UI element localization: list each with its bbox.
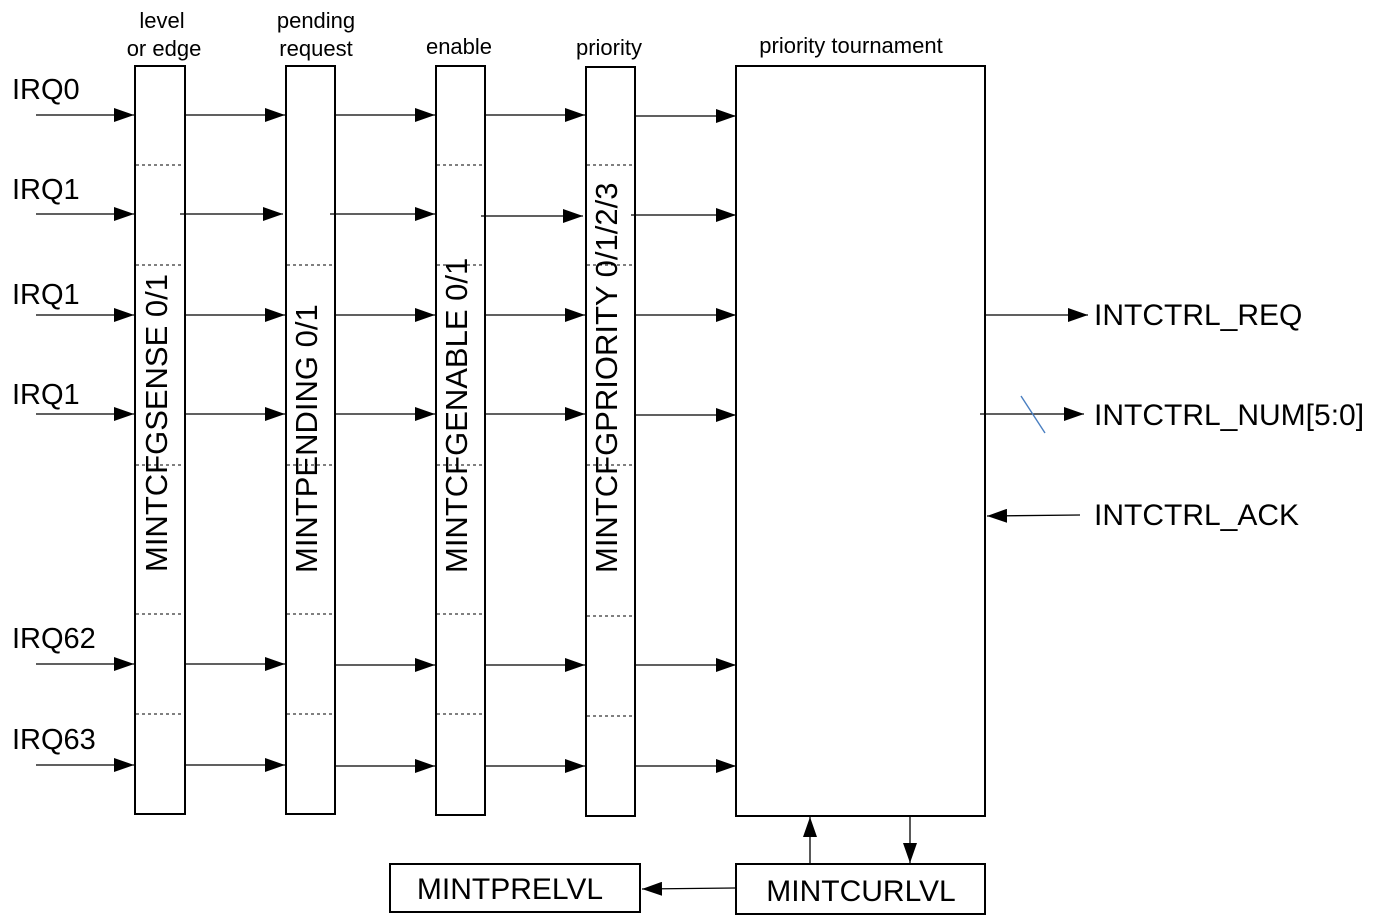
column-label-pending: MINTPENDING 0/1 — [289, 304, 324, 573]
irq-label: IRQ1 — [12, 174, 80, 206]
intctrl-ack-label: INTCTRL_ACK — [1094, 499, 1299, 532]
intctrl-ack-arrow — [986, 508, 1081, 523]
irq-label: IRQ63 — [12, 724, 96, 756]
header-sense-line1: level — [139, 8, 184, 33]
irq-label: IRQ0 — [12, 74, 80, 106]
priority-tournament-box — [735, 65, 986, 817]
header-priority-tournament: priority tournament — [759, 33, 942, 58]
header-priority: priority — [576, 35, 642, 60]
bus-width-slash — [1020, 395, 1046, 434]
column-label-priority: MINTCFGPRIORITY 0/1/2/3 — [589, 183, 624, 573]
intctrl-num-label: INTCTRL_NUM[5:0] — [1094, 399, 1364, 432]
curlvl-to-prelvl-arrow — [641, 881, 736, 896]
irq-label: IRQ62 — [12, 623, 96, 655]
slot-separators — [136, 164, 634, 717]
mintprelvl-label: MINTPRELVL — [417, 873, 603, 906]
pending-register-column — [285, 65, 336, 815]
mintprelvl-box — [389, 863, 641, 913]
signal-arrows — [36, 108, 736, 773]
header-pending-line2: request — [279, 36, 352, 61]
column-label-sense: MINTCFGSENSE 0/1 — [139, 274, 174, 572]
header-sense-line2: or edge — [127, 36, 202, 61]
intctrl-req-label: INTCTRL_REQ — [1094, 299, 1302, 332]
mintcurlvl-box — [735, 863, 986, 915]
mintcurlvl-label: MINTCURLVL — [766, 875, 955, 908]
priority-register-column — [585, 66, 636, 817]
enable-register-column — [435, 65, 486, 816]
header-pending-line1: pending — [277, 8, 355, 33]
irq-label: IRQ1 — [12, 379, 80, 411]
irq-label: IRQ1 — [12, 279, 80, 311]
column-label-enable: MINTCFGENABLE 0/1 — [439, 258, 474, 573]
header-enable: enable — [426, 34, 492, 59]
sense-register-column — [134, 65, 186, 815]
